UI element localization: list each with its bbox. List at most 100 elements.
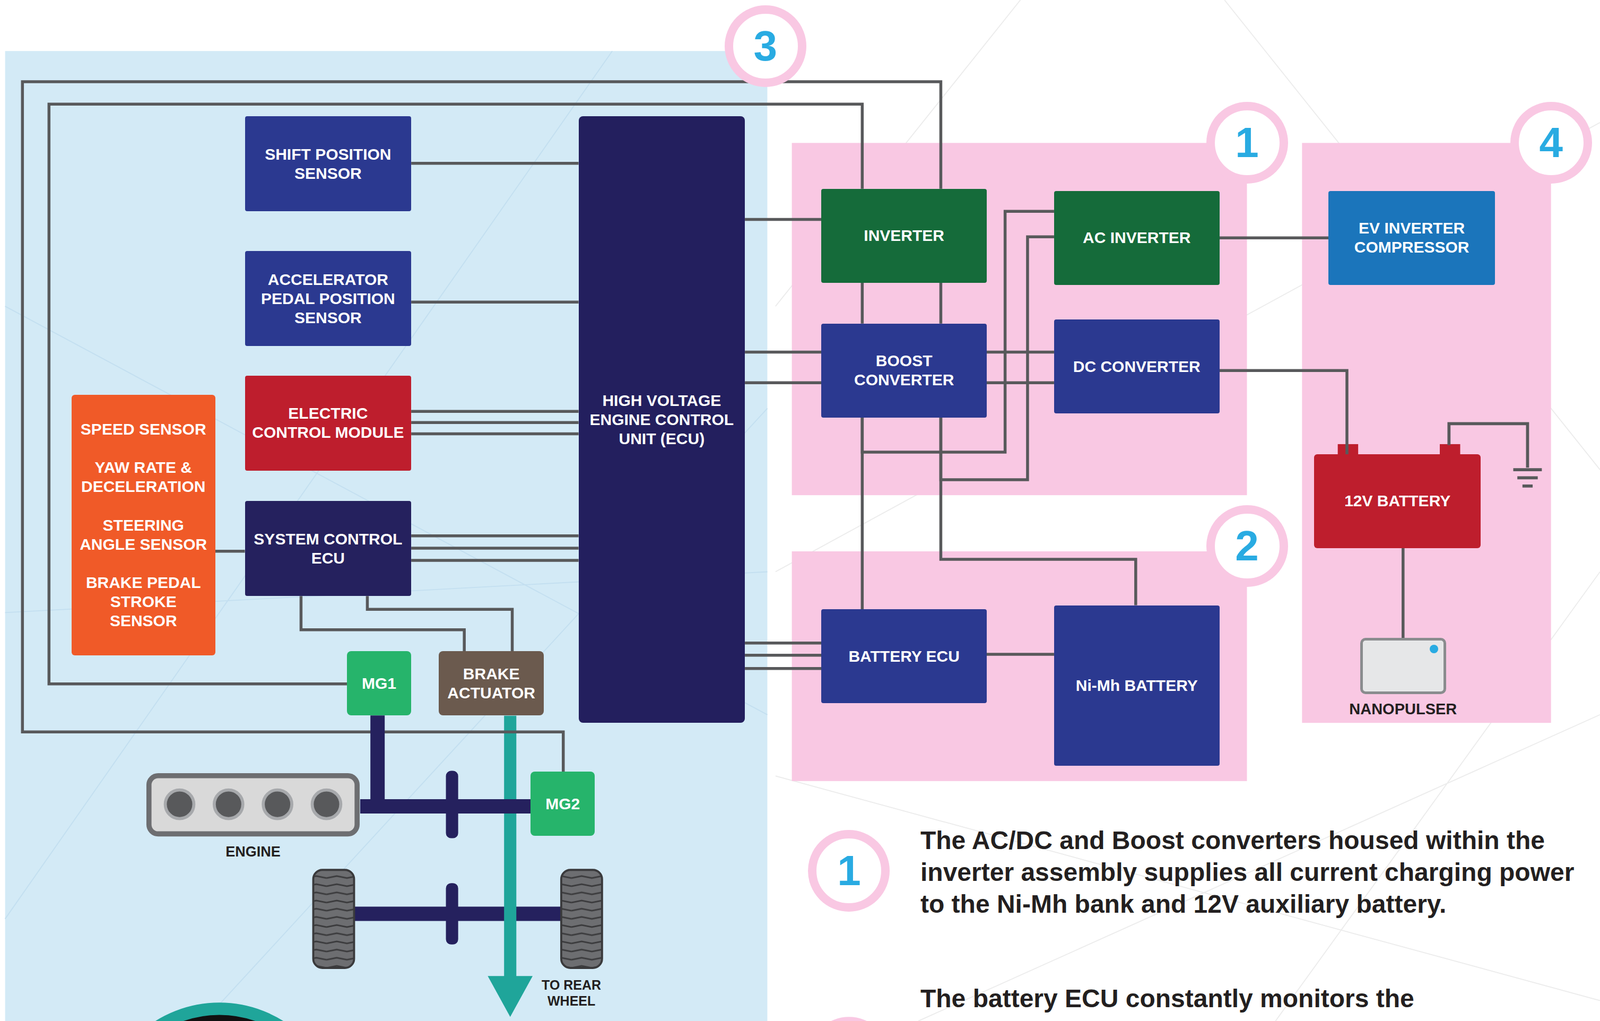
wire xyxy=(1219,236,1329,240)
wire xyxy=(986,350,1055,354)
node-label: 2 xyxy=(1235,524,1259,568)
node-label: Ni-Mh BATTERY xyxy=(1075,675,1198,695)
tire-tread xyxy=(561,869,603,968)
wire xyxy=(940,417,1136,606)
wire xyxy=(744,641,822,645)
wire xyxy=(744,653,822,657)
system-panel: 2BATTERY ECUNi-Mh BATTERY xyxy=(792,551,1248,781)
node-label: 3 xyxy=(753,24,778,68)
wire xyxy=(744,381,822,385)
node-label: SYSTEM CONTROL ECU xyxy=(250,529,407,568)
panel-ground xyxy=(5,50,768,1021)
node-label: EV INVERTER COMPRESSOR xyxy=(1333,218,1490,257)
wire xyxy=(215,549,246,553)
component-box: Ni-Mh BATTERY xyxy=(1054,605,1220,766)
node-label: INVERTER xyxy=(863,225,945,246)
wire xyxy=(22,81,941,772)
component-box: AC INVERTER xyxy=(1054,190,1220,285)
node-label: MG1 xyxy=(361,673,397,693)
engine-shape xyxy=(145,772,361,837)
wire xyxy=(939,282,943,324)
engine-cylinder xyxy=(312,789,342,819)
component-box: BATTERY ECU xyxy=(821,609,987,703)
wire xyxy=(411,534,579,538)
component-box: BRAKE ACTUATOR xyxy=(438,650,544,716)
wire xyxy=(411,421,579,425)
node-label: 1 xyxy=(837,849,862,892)
component-box: ACCELERATOR PEDAL POSITION SENSOR xyxy=(245,250,412,346)
callout-circle: 4 xyxy=(1510,101,1593,184)
wire xyxy=(411,409,579,413)
drive-arrowhead xyxy=(487,975,533,1017)
status-led xyxy=(1429,644,1439,654)
node-label: BRAKE PEDAL STROKE SENSOR xyxy=(74,572,213,631)
engine-body xyxy=(149,775,358,834)
node-label: 12V BATTERY xyxy=(1344,491,1451,511)
wire xyxy=(367,595,512,651)
wire xyxy=(411,546,579,550)
node-label: 1 xyxy=(1235,121,1259,164)
decor-disc xyxy=(105,1008,334,1021)
callout-circle: 1 xyxy=(807,829,890,912)
component-box: MG2 xyxy=(530,771,595,836)
wire xyxy=(744,350,822,354)
drive-shaft xyxy=(360,715,378,806)
node-label: AC INVERTER xyxy=(1082,228,1191,248)
node-label: SPEED SENSOR xyxy=(80,419,207,439)
engine-block: ENGINE xyxy=(145,772,361,870)
wheel-tire xyxy=(561,869,603,968)
wire xyxy=(744,218,822,222)
node-label: 4 xyxy=(1538,121,1563,164)
node-label: YAW RATE & DECELERATION xyxy=(74,457,213,497)
axle-hub xyxy=(446,882,459,944)
panel-ground xyxy=(1301,142,1551,723)
wire xyxy=(1219,370,1347,455)
engine-cylinder xyxy=(214,789,243,819)
wire xyxy=(986,652,1055,656)
node-label: NANOPULSER xyxy=(1316,699,1491,719)
component-box: ELECTRIC CONTROL MODULE xyxy=(245,375,412,471)
wire xyxy=(411,300,579,304)
nanopulser-device: NANOPULSER xyxy=(1326,637,1481,725)
callout-circle: 2 xyxy=(1206,505,1289,587)
engine-cylinder xyxy=(263,789,292,819)
node-label: BATTERY ECU xyxy=(848,646,960,666)
node-label: MG2 xyxy=(545,794,580,814)
decor-lines xyxy=(775,0,1600,1021)
nanopulser-body xyxy=(1360,637,1447,694)
wire xyxy=(744,666,822,671)
decor-lines xyxy=(5,50,768,1021)
node-label: ELECTRIC CONTROL MODULE xyxy=(250,403,407,442)
wire xyxy=(411,161,579,165)
direction-label: TO REAR WHEEL xyxy=(532,976,611,1009)
component-box: BOOST CONVERTER xyxy=(821,323,987,418)
node-label: SHIFT POSITION SENSOR xyxy=(250,144,407,184)
system-panel: 4EV INVERTER COMPRESSOR12V BATTERYNANOPU… xyxy=(1301,142,1551,723)
wire xyxy=(300,595,465,651)
node-label: STEERING ANGLE SENSOR xyxy=(74,515,213,554)
callout-circle: 3 xyxy=(724,5,807,88)
system-panel: 3SHIFT POSITION SENSORACCELERATOR PEDAL … xyxy=(5,50,768,1021)
panel-ground xyxy=(792,142,1248,495)
panel-ground xyxy=(792,551,1248,781)
component-box: MG1 xyxy=(346,650,412,716)
component-box: DC CONVERTER xyxy=(1054,319,1220,414)
wire xyxy=(861,282,865,324)
wire xyxy=(1401,548,1405,638)
component-box: SPEED SENSOR YAW RATE & DECELERATION STEER… xyxy=(71,394,216,655)
node-label: BRAKE ACTUATOR xyxy=(444,664,539,703)
note-text: The AC/DC and Boost converters housed wi… xyxy=(920,824,1594,920)
node-label: ACCELERATOR PEDAL POSITION SENSOR xyxy=(250,270,407,328)
callout-circle: 1 xyxy=(807,829,890,912)
wire xyxy=(411,432,579,436)
component-box: SYSTEM CONTROL ECU xyxy=(245,500,412,596)
node-label: ENGINE xyxy=(145,842,361,860)
note-text: The battery ECU constantly monitors the xyxy=(920,982,1594,1015)
component-box: EV INVERTER COMPRESSOR xyxy=(1328,190,1495,285)
component-box: INVERTER xyxy=(821,188,987,283)
node-label: HIGH VOLTAGE ENGINE CONTROL UNIT (ECU) xyxy=(584,390,741,449)
drive-shaft xyxy=(360,798,531,814)
component-box: 12V BATTERY xyxy=(1314,454,1481,549)
